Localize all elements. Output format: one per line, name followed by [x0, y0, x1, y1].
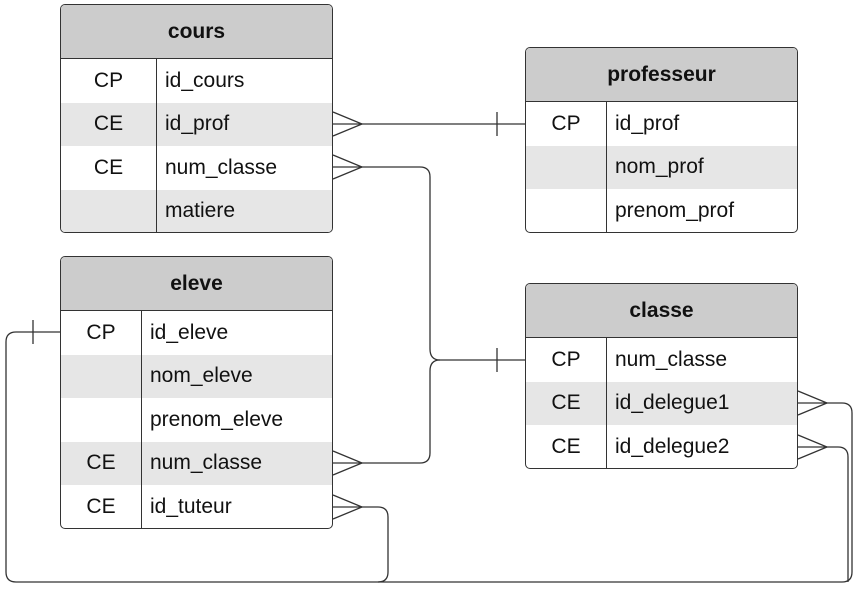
key-label [61, 189, 157, 232]
entity-professeur: professeur CP id_prof nom_prof prenom_pr… [525, 47, 798, 233]
table-row: CE num_classe [61, 441, 332, 485]
table-row: nom_prof [526, 145, 797, 189]
key-label: CP [526, 338, 607, 382]
table-row: nom_eleve [61, 354, 332, 398]
crowsfoot-eleve-id-tuteur [332, 494, 364, 520]
entity-cours: cours CP id_cours CE id_prof CE num_clas… [60, 4, 333, 233]
key-label: CE [61, 146, 157, 190]
field-name: prenom_eleve [150, 407, 284, 431]
key-label: CE [61, 485, 142, 528]
table-row: CP id_cours [61, 59, 332, 103]
field-name: id_prof [615, 111, 680, 135]
field-name: id_delegue1 [615, 391, 730, 415]
key-label: CE [61, 441, 142, 485]
table-row: CP num_classe [526, 338, 797, 382]
field-name: id_cours [165, 68, 245, 92]
crowsfoot-classe-id-delegue1 [797, 390, 829, 416]
link-eleve-tuteur [5, 331, 389, 583]
field-name: num_classe [165, 155, 278, 179]
entity-eleve: eleve CP id_eleve nom_eleve prenom_eleve… [60, 256, 333, 529]
table-row: prenom_prof [526, 189, 797, 232]
crowsfoot-classe-id-delegue2 [797, 434, 829, 460]
field-name: num_classe [615, 347, 728, 371]
crowsfoot-cours-id-prof [332, 111, 364, 137]
key-label [61, 398, 142, 442]
table-row: matiere [61, 189, 332, 232]
key-label [526, 145, 607, 189]
key-label: CE [61, 102, 157, 146]
table-row: prenom_eleve [61, 398, 332, 442]
crowsfoot-cours-num-classe [332, 154, 364, 180]
key-label: CP [61, 311, 142, 355]
crowsfoot-eleve-num-classe [332, 450, 364, 476]
field-name: id_tuteur [150, 494, 232, 518]
entity-title: classe [526, 284, 797, 338]
key-label: CE [526, 381, 607, 425]
table-row: CE id_delegue2 [526, 425, 797, 468]
field-name: id_prof [165, 112, 230, 136]
link-classe-delegue2 [798, 446, 849, 582]
table-row: CE id_tuteur [61, 485, 332, 528]
table-row: CP id_eleve [61, 311, 332, 355]
key-label [61, 354, 142, 398]
entity-title: professeur [526, 48, 797, 102]
field-name: prenom_prof [615, 198, 735, 222]
link-classe-delegue1 [378, 402, 853, 583]
table-row: CE num_classe [61, 146, 332, 190]
field-name: nom_eleve [150, 364, 253, 388]
entity-classe: classe CP num_classe CE id_delegue1 CE i… [525, 283, 798, 469]
field-name: num_classe [150, 451, 263, 475]
key-label [526, 189, 607, 232]
entity-title: eleve [61, 257, 332, 311]
key-label: CP [61, 59, 157, 103]
field-name: id_eleve [150, 320, 229, 344]
entity-title: cours [61, 5, 332, 59]
link-eleve-classe [333, 359, 441, 464]
table-row: CE id_delegue1 [526, 381, 797, 425]
link-cours-classe [333, 166, 526, 361]
field-name: nom_prof [615, 155, 704, 179]
field-name: matiere [165, 199, 236, 223]
key-label: CP [526, 102, 607, 146]
table-row: CE id_prof [61, 102, 332, 146]
table-row: CP id_prof [526, 102, 797, 146]
key-label: CE [526, 425, 607, 468]
field-name: id_delegue2 [615, 434, 730, 458]
